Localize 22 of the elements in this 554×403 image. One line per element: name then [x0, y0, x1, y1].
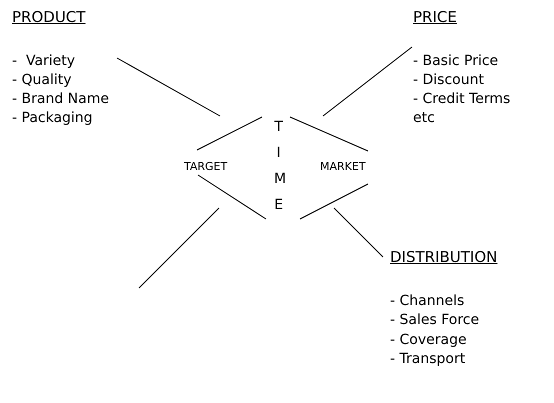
list-item: - Credit Terms [413, 90, 510, 109]
leader-line [138, 208, 220, 288]
heading: PRODUCT [12, 8, 86, 27]
heading: PRICE [413, 8, 457, 27]
list-item: - Variety [12, 52, 76, 71]
heading: DISTRIBUTION [390, 248, 498, 267]
leader-line [322, 46, 412, 116]
leader-line [334, 208, 384, 258]
diamond-label: TARGET [184, 159, 228, 175]
vertical-word: TIME [274, 118, 284, 215]
list-item: - Discount [413, 71, 484, 90]
list-item: etc [413, 109, 435, 128]
list-item: - Brand Name [12, 90, 109, 109]
diamond-label: MARKET [320, 159, 366, 175]
list-item: - Quality [12, 71, 72, 90]
leader-line [116, 58, 220, 116]
list-item: - Transport [390, 350, 466, 369]
list-item: - Packaging [12, 109, 93, 128]
list-item: - Basic Price [413, 52, 498, 71]
list-item: - Coverage [390, 331, 467, 350]
list-item: - Sales Force [390, 311, 480, 330]
list-item: - Channels [390, 292, 464, 311]
